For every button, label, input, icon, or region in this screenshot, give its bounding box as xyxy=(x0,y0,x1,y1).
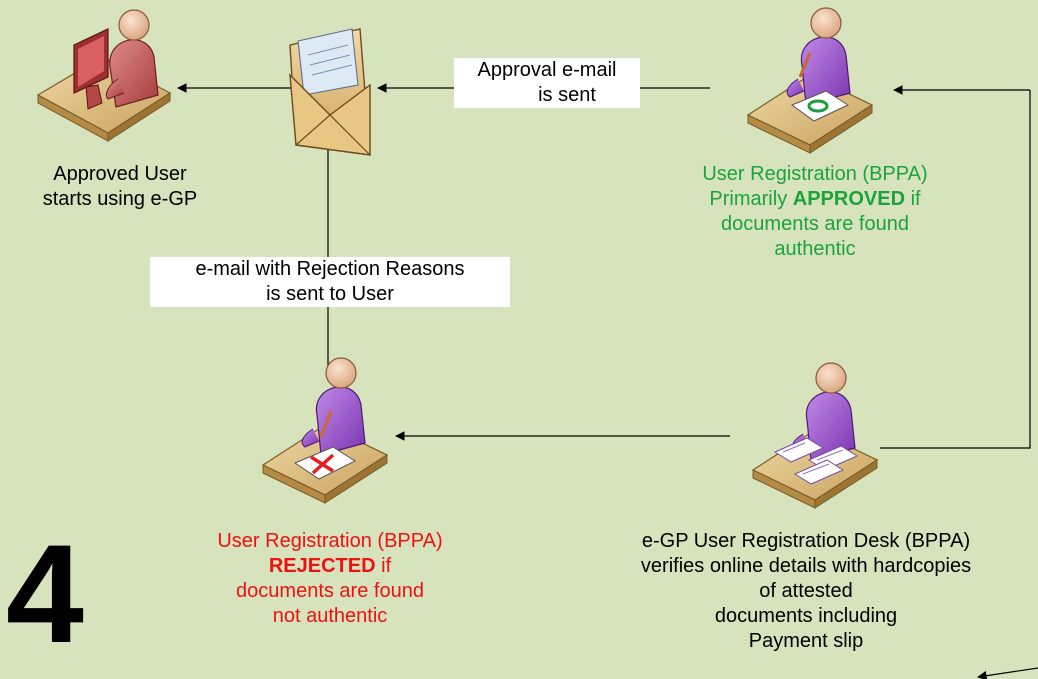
rejected-keyword: REJECTED xyxy=(268,555,376,577)
edge-label-approval-line2: is sent xyxy=(538,84,596,106)
edge-label-rejection-line2: is sent to User xyxy=(266,283,394,305)
step-number: 4 xyxy=(6,515,84,672)
registration-desk-line1: e-GP User Registration Desk (BPPA) xyxy=(641,530,971,552)
approved-user-label: Approved User starts using e-GP xyxy=(10,162,230,212)
registration-desk-line4: documents including xyxy=(714,605,898,627)
user-at-computer-icon xyxy=(36,9,172,142)
registration-desk-line2: verifies online details with hardcopies xyxy=(640,555,972,577)
rejected-registration-line2: REJECTED if xyxy=(170,554,490,579)
registration-desk-label: e-GP User Registration Desk (BPPA) verif… xyxy=(574,529,1038,654)
approved-registration-line2: Primarily APPROVED if xyxy=(655,187,975,212)
rejected-line2-suffix: if xyxy=(375,555,392,577)
approved-registration-label: User Registration (BPPA) Primarily APPRO… xyxy=(655,162,975,262)
approved-registration-line3: documents are found xyxy=(721,213,909,235)
rejected-registration-line3: documents are found xyxy=(236,580,424,602)
envelope-icon xyxy=(289,28,371,156)
officer-rejecting-icon xyxy=(262,357,388,504)
rejected-registration-label: User Registration (BPPA) REJECTED if doc… xyxy=(170,529,490,629)
connector-desk-right xyxy=(880,90,1031,449)
approved-user-line1: Approved User xyxy=(53,163,187,185)
approved-user-line2: starts using e-GP xyxy=(42,188,198,210)
edge-label-approval-email: Approval e-mail is sent xyxy=(454,58,640,108)
edge-label-rejection-email: e-mail with Rejection Reasons is sent to… xyxy=(150,257,510,307)
registration-desk-line5: Payment slip xyxy=(748,630,864,652)
rejected-registration-line1: User Registration (BPPA) xyxy=(217,530,443,552)
approved-registration-line4: authentic xyxy=(774,238,856,260)
approved-keyword: APPROVED xyxy=(792,188,906,210)
approved-registration-line1: User Registration (BPPA) xyxy=(702,163,928,185)
officer-verifying-documents-icon xyxy=(752,362,878,509)
approved-line2-prefix: Primarily xyxy=(709,188,793,210)
edge-label-rejection-line1: e-mail with Rejection Reasons xyxy=(195,258,465,280)
rejected-registration-line4: not authentic xyxy=(272,605,388,627)
registration-desk-line3: of attested xyxy=(759,580,853,602)
officer-approving-icon xyxy=(747,7,873,154)
edge-label-approval-line1: Approval e-mail xyxy=(477,59,617,81)
arrow-incoming-bottom xyxy=(977,667,1038,679)
approved-line2-suffix: if xyxy=(905,188,921,210)
